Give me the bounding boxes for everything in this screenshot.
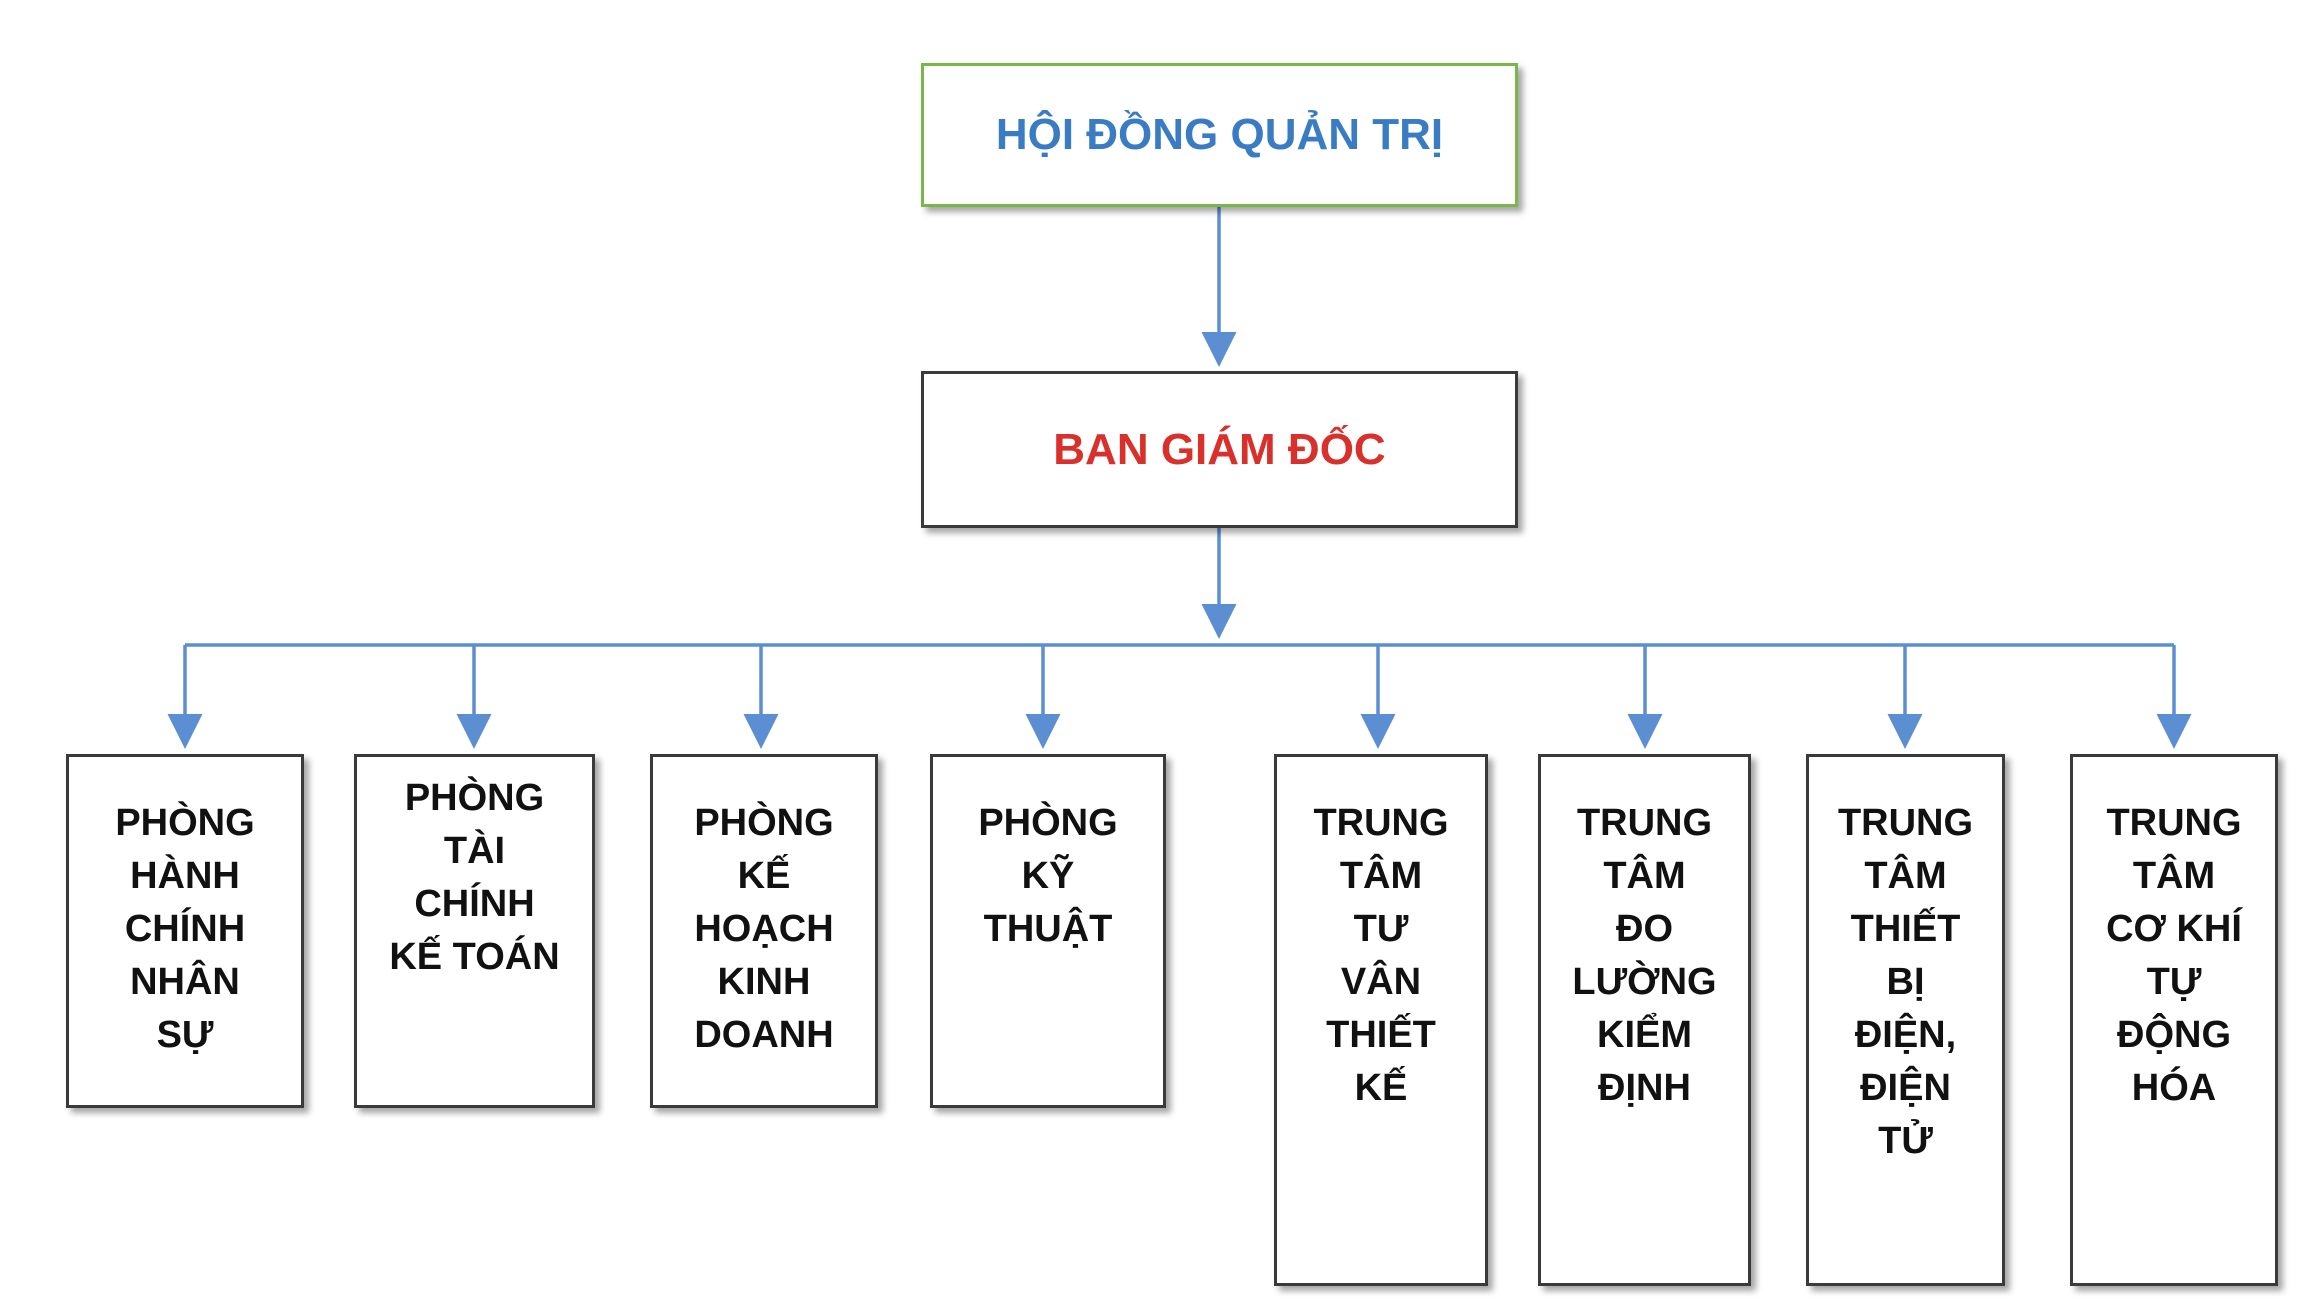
center-box-electrical-electronics: TRUNG TÂM THIẾT BỊ ĐIỆN, ĐIỆN TỬ <box>1806 754 2005 1286</box>
department-label-line: TỰ <box>2146 961 2202 1003</box>
department-label-line: PHÒNG <box>115 802 255 844</box>
department-label-line: BỊ <box>1886 961 1925 1003</box>
department-label-line: NHÂN <box>130 961 240 1003</box>
department-label-line: TRUNG <box>2106 802 2242 844</box>
department-label-line: VÂN <box>1340 961 1422 1003</box>
board-of-directors-label: HỘI ĐỒNG QUẢN TRỊ <box>995 110 1444 159</box>
department-label-line: KẾ TOÁN <box>389 936 560 978</box>
management-board-box: BAN GIÁM ĐỐC <box>921 371 1518 528</box>
board-of-directors-box: HỘI ĐỒNG QUẢN TRỊ <box>921 63 1518 207</box>
department-label-line: ĐỘNG <box>2117 1014 2231 1056</box>
department-label-line: HOẠCH <box>694 908 834 950</box>
department-label-line: THIẾT <box>1326 1014 1436 1056</box>
department-label-line: TƯ <box>1353 908 1409 950</box>
department-label-line: TÂM <box>2132 855 2216 897</box>
department-box-business-planning: PHÒNG KẾ HOẠCH KINH DOANH <box>650 754 878 1108</box>
management-board-label: BAN GIÁM ĐỐC <box>1053 424 1386 474</box>
department-label-line: CHÍNH <box>124 908 246 950</box>
department-label-line: PHÒNG <box>404 777 545 819</box>
center-box-mechanical-automation: TRUNG TÂM CƠ KHÍ TỰ ĐỘNG HÓA <box>2070 754 2278 1286</box>
department-label-line: PHÒNG <box>978 802 1118 844</box>
department-label-line: ĐỊNH <box>1598 1067 1691 1109</box>
department-label-line: HÀNH <box>130 855 240 897</box>
department-label-line: KẾ <box>737 855 791 897</box>
department-label-line: ĐO <box>1616 908 1673 950</box>
department-label-line: TÂM <box>1603 855 1686 897</box>
department-label-line: TÂM <box>1864 855 1947 897</box>
department-label-line: HÓA <box>2131 1067 2217 1109</box>
department-label-line: TRUNG <box>1576 802 1713 844</box>
department-label-line: PHÒNG <box>694 802 834 844</box>
center-box-design-consulting: TRUNG TÂM TƯ VÂN THIẾT KẾ <box>1274 754 1488 1286</box>
department-label-line: KINH <box>717 961 811 1003</box>
department-box-technical: PHÒNG KỸ THUẬT <box>930 754 1166 1108</box>
center-box-measurement-inspection: TRUNG TÂM ĐO LƯỜNG KIỂM ĐỊNH <box>1538 754 1751 1286</box>
department-label-line: TRUNG <box>1837 802 1974 844</box>
department-box-finance-accounting: PHÒNG TÀI CHÍNH KẾ TOÁN <box>354 754 595 1108</box>
department-label-line: TÀI <box>443 830 506 872</box>
department-label-line: CƠ KHÍ <box>2106 908 2242 950</box>
department-label-line: DOANH <box>694 1014 834 1056</box>
department-box-hr-admin: PHÒNG HÀNH CHÍNH NHÂN SỰ <box>66 754 304 1108</box>
department-label-line: CHÍNH <box>414 883 535 925</box>
department-label-line: TRUNG <box>1313 802 1449 844</box>
department-label-line: KẾ <box>1354 1067 1408 1109</box>
department-label-line: THIẾT <box>1850 908 1961 950</box>
department-label-line: SỰ <box>156 1014 214 1056</box>
department-label-line: ĐIỆN, <box>1854 1014 1957 1056</box>
department-label-line: TỬ <box>1878 1120 1933 1162</box>
department-label-line: THUẬT <box>983 908 1113 950</box>
department-label-line: KỸ <box>1021 855 1075 897</box>
department-label-line: TÂM <box>1339 855 1423 897</box>
department-label-line: KIỂM <box>1597 1014 1692 1056</box>
department-label-line: ĐIỆN <box>1860 1067 1951 1109</box>
department-label-line: LƯỜNG <box>1572 961 1717 1003</box>
